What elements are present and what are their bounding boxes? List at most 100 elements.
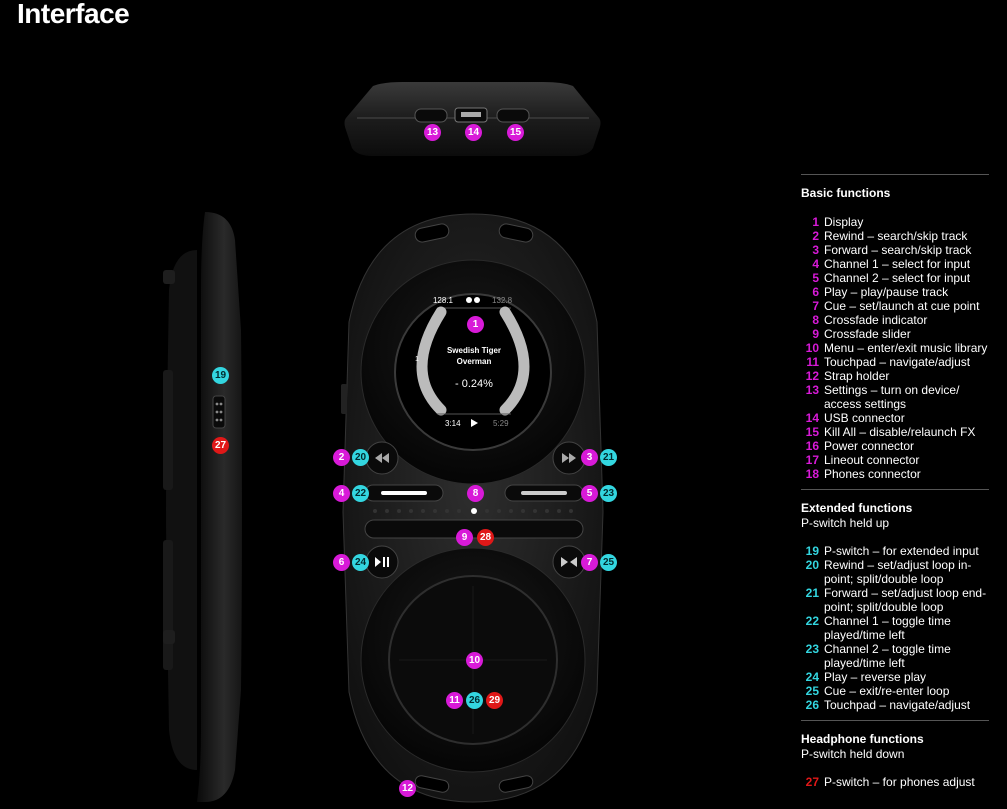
legend-item-number: 17 — [805, 453, 819, 467]
legend-item: 16 Power connector — [801, 439, 989, 453]
legend-item-text: Rewind – set/adjust loop in-point; split… — [824, 558, 972, 586]
legend-item-text: Power connector — [824, 439, 915, 453]
legend-item-number: 11 — [806, 355, 819, 369]
svg-text:3:14: 3:14 — [445, 419, 461, 428]
legend-item: 22 Channel 1 – toggle time played/time le… — [801, 614, 989, 642]
legend-item: 21 Forward – set/adjust loop end-point; s… — [801, 586, 989, 614]
extended-functions-list: 19 P-switch – for extended input 20 Rewind … — [801, 544, 989, 712]
legend-item-text: Cue – set/launch at cue point — [824, 299, 980, 313]
legend-item: 17 Lineout connector — [801, 453, 989, 467]
svg-text:Swedish Tiger: Swedish Tiger — [447, 346, 501, 355]
marker-usb: 14 — [465, 124, 482, 141]
svg-text:1: 1 — [415, 356, 419, 363]
marker-crossfade-indicator: 8 — [467, 485, 484, 502]
legend-item-text: Crossfade indicator — [824, 313, 928, 327]
legend-divider — [801, 174, 989, 175]
marker-touchpad-hp: 29 — [486, 692, 503, 709]
marker-crossfade-hp: 28 — [477, 529, 494, 546]
marker-forward-ext: 21 — [600, 449, 617, 466]
marker-kill-all: 15 — [507, 124, 524, 141]
marker-settings: 13 — [424, 124, 441, 141]
legend-item: 23 Channel 2 – toggle time played/time le… — [801, 642, 989, 670]
legend-item-number: 14 — [805, 411, 819, 425]
legend-item-number: 12 — [805, 369, 819, 383]
marker-menu: 10 — [466, 652, 483, 669]
marker-cue: 7 — [581, 554, 598, 571]
marker-channel-1: 4 — [333, 485, 350, 502]
legend-item-number: 20 — [805, 558, 819, 572]
legend-item-text: Cue – exit/re-enter loop — [824, 684, 950, 698]
legend-item-text: Rewind – search/skip track — [824, 229, 968, 243]
legend-item-text: Display — [824, 215, 864, 229]
legend-item-text: P-switch – for extended input — [824, 544, 979, 558]
marker-channel-2: 5 — [581, 485, 598, 502]
legend-item-number: 8 — [812, 313, 819, 327]
legend-item-text: Kill All – disable/relaunch FX — [824, 425, 976, 439]
legend-item: 15 Kill All – disable/relaunch FX — [801, 425, 989, 439]
device-top-illustration — [344, 82, 601, 156]
legend-item-number: 13 — [805, 383, 819, 397]
legend-item-text: Channel 2 – select for input — [824, 271, 971, 285]
legend-item-text: Play – play/pause track — [824, 285, 949, 299]
svg-text:Overman: Overman — [457, 357, 492, 366]
crossfade-dots — [373, 509, 573, 513]
legend-item-text: Forward – set/adjust loop end-point; spl… — [824, 586, 987, 614]
legend-item-number: 16 — [805, 439, 819, 453]
legend-item-number: 23 — [805, 642, 819, 656]
marker-forward: 3 — [581, 449, 598, 466]
legend-item-number: 18 — [805, 467, 819, 481]
legend-item-number: 15 — [805, 425, 819, 439]
marker-rewind-ext: 20 — [352, 449, 369, 466]
marker-channel-2-ext: 23 — [600, 485, 617, 502]
page-title: Interface — [17, 0, 130, 29]
legend-item-number: 1 — [812, 215, 819, 229]
legend-item: 1 Display — [801, 215, 989, 229]
legend-item-number: 3 — [812, 243, 819, 257]
marker-play: 6 — [333, 554, 350, 571]
legend-item-text: Channel 1 – toggle time played/time left — [824, 614, 951, 642]
legend-divider — [801, 489, 989, 490]
legend-item: 20 Rewind – set/adjust loop in-point; spl… — [801, 558, 989, 586]
legend-item-number: 24 — [805, 670, 819, 684]
marker-crossfade-slider: 9 — [456, 529, 473, 546]
legend-item: 19 P-switch – for extended input — [801, 544, 989, 558]
legend-item-number: 21 — [805, 586, 819, 600]
legend-item-text: Channel 1 – select for input — [824, 257, 971, 271]
legend-item-text: Touchpad – navigate/adjust — [824, 698, 971, 712]
legend-item-number: 7 — [812, 299, 819, 313]
marker-rewind: 2 — [333, 449, 350, 466]
marker-touchpad: 11 — [446, 692, 463, 709]
legend-item-text: Crossfade slider — [824, 327, 911, 341]
legend-item-number: 10 — [805, 341, 819, 355]
legend-item-number: 27 — [805, 775, 819, 789]
svg-text:132.8: 132.8 — [492, 296, 513, 305]
headphone-functions-title: Headphone functions — [801, 732, 924, 746]
legend-item-text: Channel 2 – toggle time played/time left — [824, 642, 951, 670]
device-side-view — [163, 210, 243, 804]
legend-item: 26 Touchpad – navigate/adjust — [801, 698, 989, 712]
legend-item: 6 Play – play/pause track — [801, 285, 989, 299]
legend-item-number: 6 — [812, 285, 819, 299]
basic-functions-title: Basic functions — [801, 186, 891, 200]
legend-item-number: 19 — [805, 544, 819, 558]
marker-touchpad-ext: 26 — [466, 692, 483, 709]
svg-text:5:29: 5:29 — [493, 419, 509, 428]
device-front-illustration: 128.1 132.8 1 Swedish Tiger Overman - 0.… — [341, 213, 604, 803]
marker-display: 1 — [467, 316, 484, 333]
legend-item-number: 26 — [805, 698, 819, 712]
marker-p-switch-phones: 27 — [212, 437, 229, 454]
legend-item-number: 9 — [812, 327, 819, 341]
legend-item-number: 22 — [805, 614, 819, 628]
legend-item-text: Lineout connector — [824, 453, 920, 467]
